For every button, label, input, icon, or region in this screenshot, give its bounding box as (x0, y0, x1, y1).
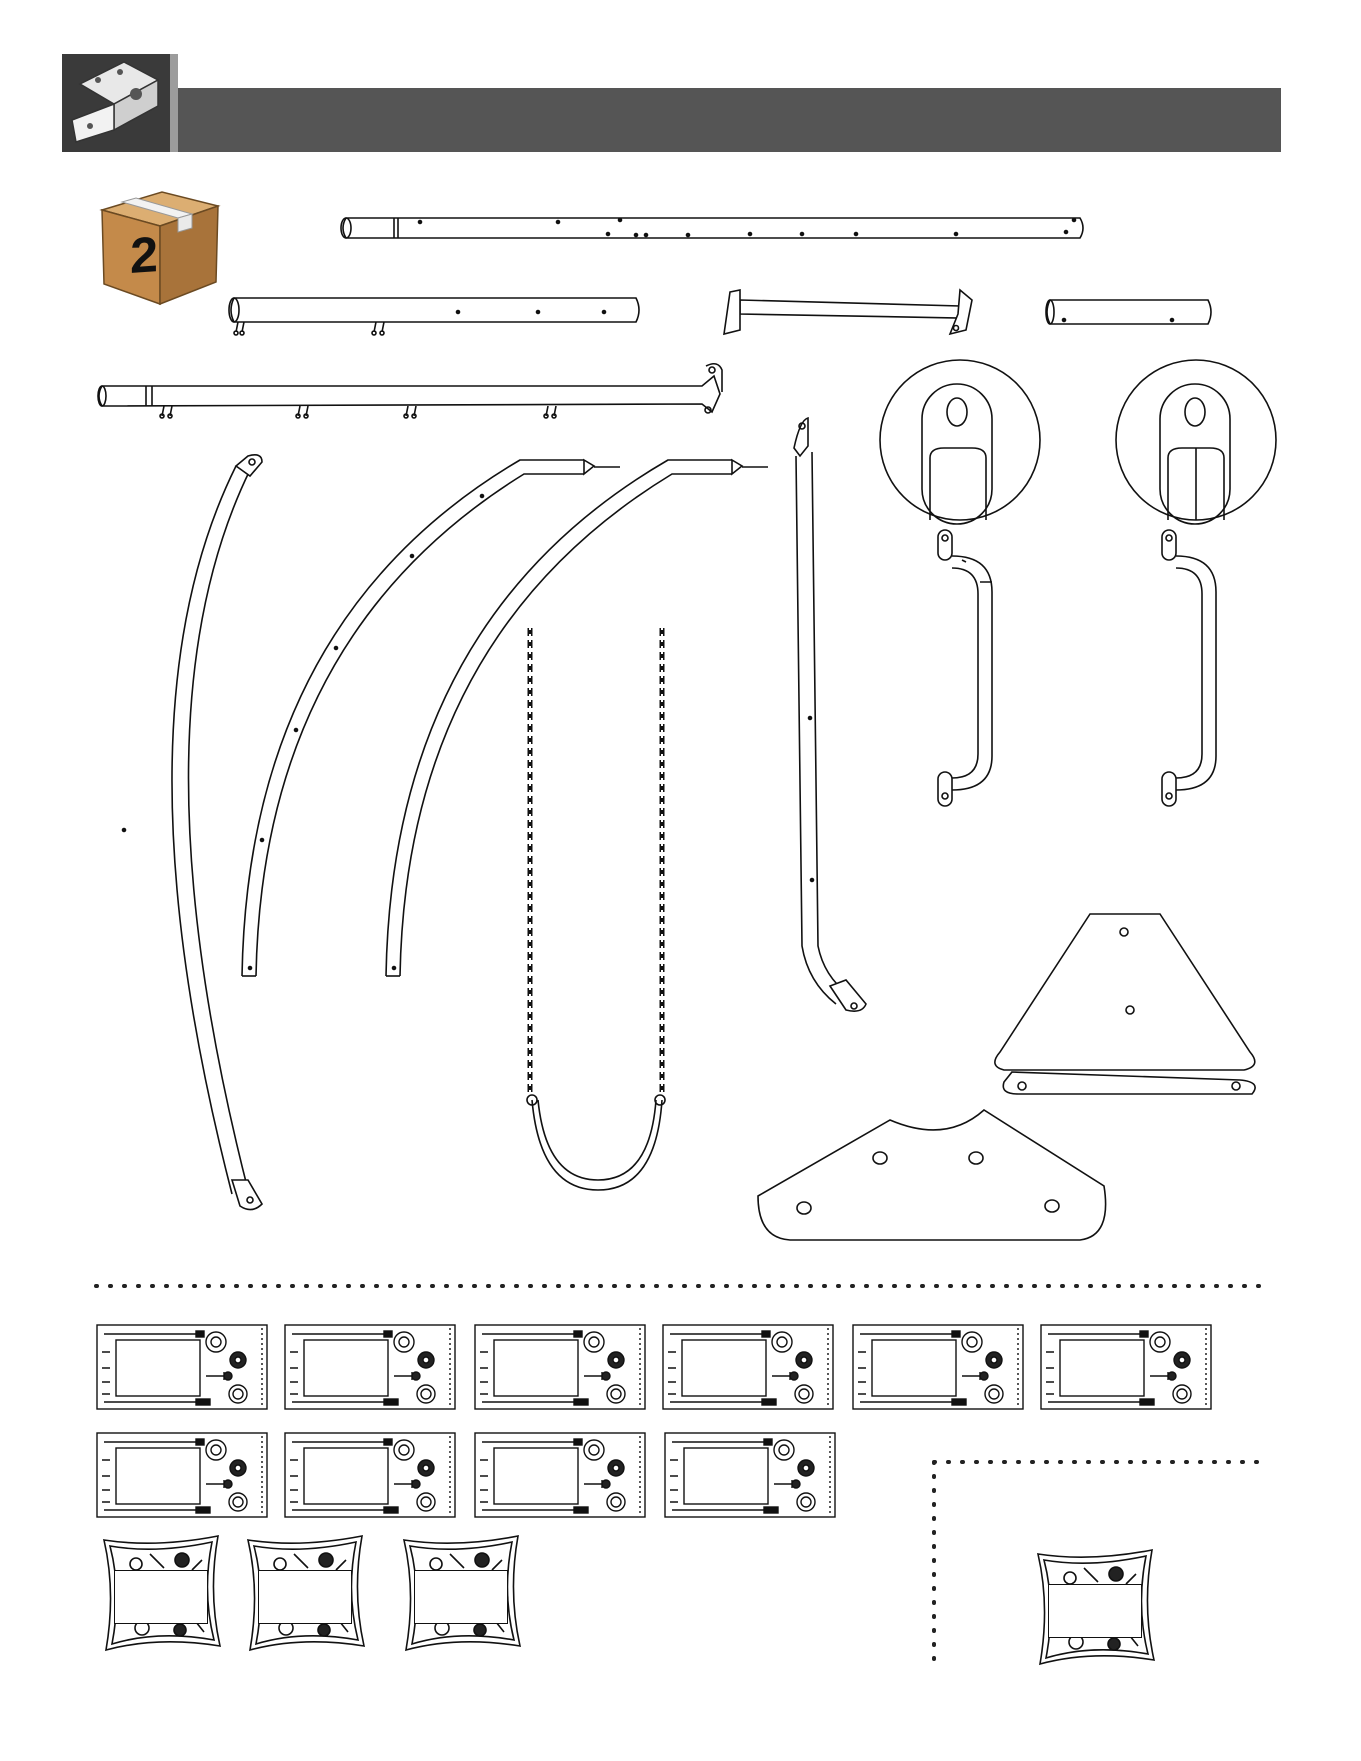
plate-bracket (758, 1110, 1106, 1240)
handle-right (1162, 530, 1216, 806)
hardware-card (852, 1324, 1024, 1410)
bag-label (114, 1570, 208, 1624)
crossbar-bracket (724, 290, 972, 334)
hardware-card (474, 1432, 646, 1518)
detail-callout-right (1116, 360, 1276, 524)
short-beam (229, 298, 639, 335)
hardware-bag (240, 1530, 370, 1654)
hardware-card (96, 1432, 268, 1518)
hardware-bag (396, 1530, 526, 1654)
curved-leg (123, 455, 263, 1210)
hardware-card (662, 1324, 834, 1410)
short-tube (1046, 300, 1211, 324)
hardware-card (96, 1324, 268, 1410)
hardware-bag (96, 1530, 226, 1654)
bag-label (258, 1570, 352, 1624)
swing-seat-belt (527, 1095, 665, 1190)
long-beam (341, 218, 1083, 238)
hardware-card (1040, 1324, 1212, 1410)
bag-label (1048, 1584, 1142, 1638)
hook-beam (98, 364, 722, 418)
hardware-card (474, 1324, 646, 1410)
extra-hardware-bag (1030, 1544, 1160, 1668)
arched-leg-right (386, 460, 768, 976)
hardware-card (284, 1432, 456, 1518)
support-leg (794, 418, 866, 1011)
triangle-bracket (995, 914, 1255, 1094)
handle-left (938, 530, 992, 806)
bag-label (414, 1570, 508, 1624)
detail-callout-left (880, 360, 1040, 524)
hardware-card (664, 1432, 836, 1518)
hardware-card (284, 1324, 456, 1410)
